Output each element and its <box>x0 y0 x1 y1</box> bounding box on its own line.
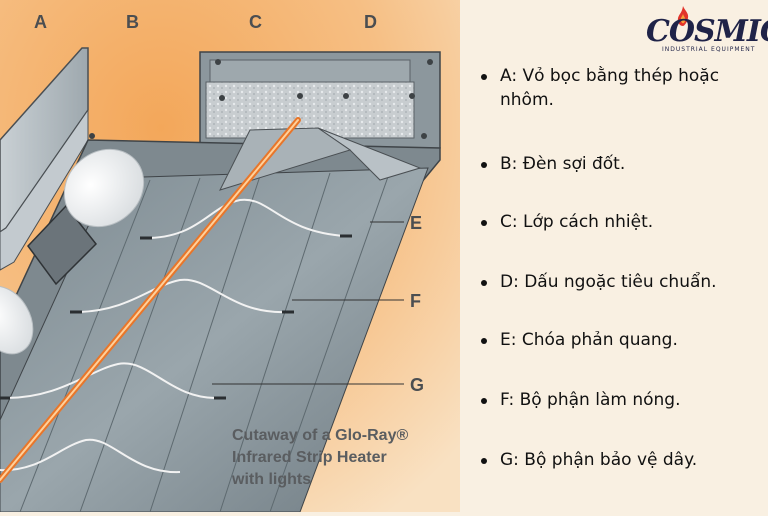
heating-element-glow <box>0 119 299 481</box>
letter-e: E <box>410 213 422 233</box>
letter-c: C <box>249 12 262 32</box>
legend-item: G: Bộ phận bảo vệ dây. <box>478 448 697 472</box>
letter-b: B <box>126 12 139 32</box>
part-letters: A B C D E F G <box>34 12 424 395</box>
caption-line-3: with lights <box>231 471 311 488</box>
heater-cutaway-illustration: A B C D E F G Cutaway of a Glo-Ray® Infr… <box>0 0 460 513</box>
standard-bracket <box>209 59 411 83</box>
callout-lines <box>212 221 404 385</box>
legend-item: D: Dấu ngoặc tiêu chuẩn. <box>478 270 717 294</box>
legend-item: C: Lớp cách nhiệt. <box>478 210 653 234</box>
wire-guard <box>0 198 347 474</box>
caption-line-2: Infrared Strip Heater <box>232 449 387 466</box>
caption-line-1: Cutaway of a Glo-Ray® <box>232 427 408 444</box>
flame-icon <box>677 6 689 26</box>
lamp-bulb-second <box>0 285 34 355</box>
bracket-screws <box>89 59 433 139</box>
letter-f: F <box>410 291 421 311</box>
legend-item: A: Vỏ bọc bằng thép hoặc nhôm. <box>478 64 764 112</box>
legend-item: F: Bộ phận làm nóng. <box>478 388 680 412</box>
housing-lip <box>0 108 89 271</box>
heater-cutaway-diagram: A B C D E F G Cutaway of a Glo-Ray® Infr… <box>0 0 460 513</box>
brand-logo: COSMIC INDUSTRIAL EQUIPMENT <box>646 6 768 56</box>
lamp-bulb <box>27 148 145 286</box>
letter-d: D <box>364 12 377 32</box>
brand-tagline: INDUSTRIAL EQUIPMENT <box>662 46 756 53</box>
legend-panel: COSMIC INDUSTRIAL EQUIPMENT A: Vỏ bọc bằ… <box>460 0 768 512</box>
legend-item: B: Đèn sợi đốt. <box>478 152 625 176</box>
letter-a: A <box>34 12 47 32</box>
diagram-caption: Cutaway of a Glo-Ray® Infrared Strip Hea… <box>231 427 408 488</box>
legend-item: E: Chóa phản quang. <box>478 328 678 352</box>
brand-name: COSMIC <box>646 14 768 49</box>
letter-g: G <box>410 375 424 395</box>
wire-guard-clips <box>0 234 352 400</box>
